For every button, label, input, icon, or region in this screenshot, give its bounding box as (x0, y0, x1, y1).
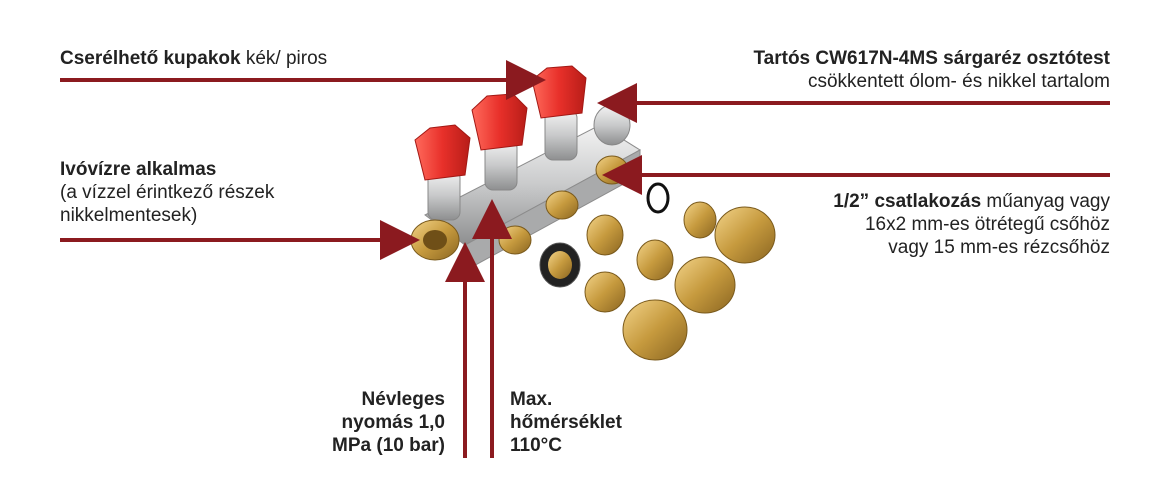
brass-body-callout: Tartós CW617N-4MS sárgaréz osztótest csö… (753, 47, 1110, 93)
connection-callout-line3: vagy 15 mm-es rézcsőhöz (888, 237, 1110, 258)
connection-callout-line2: 16x2 mm-es ötrétegű csőhöz (864, 214, 1110, 235)
connection-callout: 1/2” csatlakozás műanyag vagy 16x2 mm-es… (833, 190, 1110, 259)
pressure-callout-line3: MPa (10 bar) (332, 435, 445, 456)
temperature-callout-line1: Max. (510, 389, 553, 410)
pressure-callout-line2: nyomás 1,0 (341, 412, 446, 433)
caps-callout-title: Cserélhető kupakok (60, 48, 241, 69)
temperature-callout: Max. hőmérséklet 110°C (510, 388, 622, 457)
brass-body-callout-text: csökkentett ólom- és nikkel tartalom (807, 71, 1110, 92)
drinking-water-callout-line3: nikkelmentesek) (60, 205, 198, 226)
caps-callout: Cserélhető kupakok kék/ piros (60, 47, 327, 70)
brass-body-callout-title: Tartós CW617N-4MS sárgaréz osztótest (753, 48, 1110, 69)
temperature-callout-line2: hőmérséklet (510, 412, 622, 433)
drinking-water-callout-title: Ivóvízre alkalmas (60, 159, 217, 180)
temperature-callout-line3: 110°C (510, 435, 562, 456)
pressure-callout: Névleges nyomás 1,0 MPa (10 bar) (332, 388, 445, 457)
fitting-parts (539, 182, 776, 361)
connection-callout-title: 1/2” csatlakozás (833, 191, 982, 212)
callout-arrows (60, 60, 1110, 458)
caps-callout-text: kék/ piros (240, 48, 328, 69)
drinking-water-callout-line2: (a vízzel érintkező részek (60, 182, 275, 203)
connection-callout-text: műanyag vagy (981, 191, 1110, 212)
drinking-water-callout: Ivóvízre alkalmas (a vízzel érintkező ré… (60, 158, 274, 227)
pressure-callout-line1: Névleges (361, 389, 445, 410)
